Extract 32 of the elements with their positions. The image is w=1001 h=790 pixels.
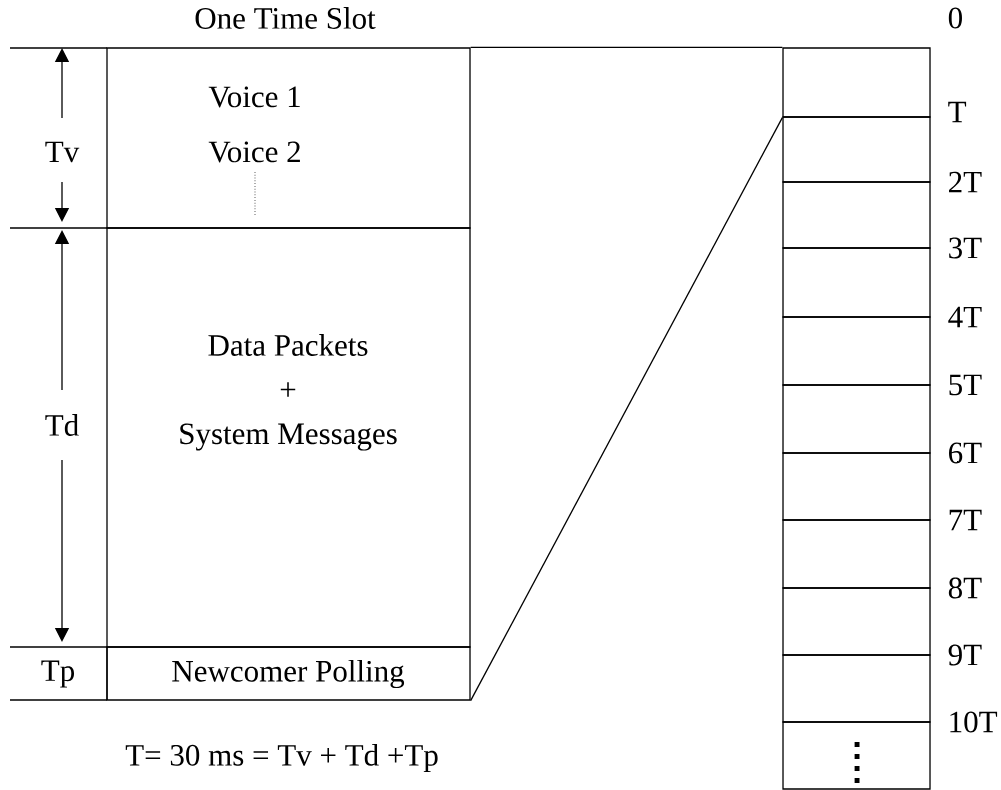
- time-mark: T: [948, 101, 967, 123]
- dimension-label: Tp: [41, 660, 74, 688]
- time-mark: 7T: [949, 509, 982, 531]
- frame-cell: [782, 247, 931, 318]
- frame-cell: [782, 519, 931, 589]
- time-mark: 6T: [949, 442, 982, 464]
- frame-cell: [782, 587, 931, 656]
- frame-cell: [782, 452, 931, 521]
- time-mark: 0: [948, 7, 962, 29]
- title: One Time Slot: [195, 7, 376, 29]
- time-mark: 3T: [949, 237, 982, 259]
- formula-text: T= 30 ms = Tv + Td +Tp: [125, 743, 438, 773]
- frame-cell: [782, 721, 931, 790]
- frame-cell: [782, 47, 931, 118]
- frame-cell: [782, 654, 931, 723]
- frame-cell: [782, 384, 931, 454]
- time-mark: 4T: [948, 306, 982, 328]
- slot-box: Data Packets + System Messages: [106, 227, 471, 648]
- time-mark: 8T: [948, 577, 982, 599]
- time-mark: 2T: [949, 171, 982, 193]
- projection-line: [470, 117, 783, 702]
- dimension-label: Tv: [45, 141, 80, 163]
- time-mark: 5T: [949, 374, 982, 396]
- projection-line: [470, 46, 783, 48]
- time-mark: 9T: [948, 644, 982, 666]
- frame-cell: [782, 116, 931, 183]
- time-mark: 10T: [950, 711, 998, 733]
- frame-cell: [782, 316, 931, 386]
- slot-box: Voice 1 Voice 2: [106, 47, 471, 229]
- frame-cell: [782, 181, 931, 249]
- slot-box: Newcomer Polling: [106, 646, 471, 701]
- dimension-label: Td: [45, 414, 79, 436]
